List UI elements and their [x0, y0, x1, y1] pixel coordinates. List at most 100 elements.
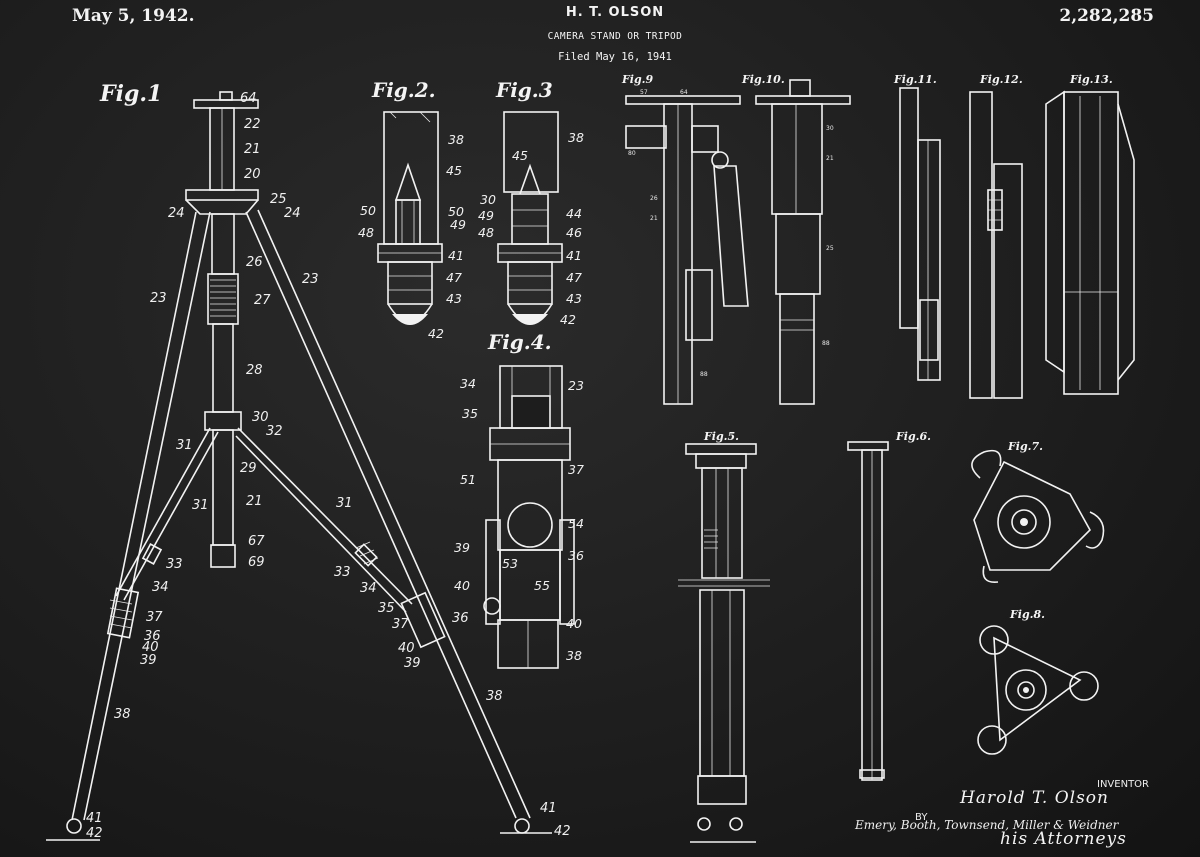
- svg-text:42: 42: [86, 826, 103, 841]
- head-casting: [185, 189, 259, 201]
- patent-number: 2,282,285: [1059, 6, 1154, 26]
- svg-text:80: 80: [628, 150, 636, 157]
- svg-text:23: 23: [150, 291, 167, 306]
- svg-text:37: 37: [392, 617, 409, 632]
- fig1-tripod: Fig.1: [46, 81, 571, 841]
- svg-text:31: 31: [336, 496, 353, 511]
- svg-text:23: 23: [568, 378, 584, 393]
- svg-text:38: 38: [448, 132, 464, 147]
- svg-text:28: 28: [246, 363, 263, 378]
- svg-text:27: 27: [254, 293, 271, 308]
- svg-text:42: 42: [428, 326, 444, 341]
- svg-text:88: 88: [700, 371, 708, 378]
- patent-date: May 5, 1942.: [72, 6, 195, 26]
- svg-text:47: 47: [446, 270, 462, 285]
- fig8-spider-plan: Fig.8.: [977, 608, 1099, 755]
- svg-text:24: 24: [284, 206, 301, 221]
- fig10-label: Fig.10.: [741, 73, 785, 86]
- fig6-column-section: Fig.6.: [847, 430, 931, 781]
- filed-date: Filed May 16, 1941: [558, 51, 672, 63]
- svg-text:30: 30: [826, 125, 834, 132]
- svg-text:64: 64: [680, 89, 688, 96]
- left-leg-outer: [71, 211, 197, 821]
- svg-text:43: 43: [446, 291, 462, 306]
- svg-text:26: 26: [650, 195, 658, 202]
- svg-text:45: 45: [446, 163, 462, 178]
- inventor-label: INVENTOR: [1097, 779, 1149, 790]
- svg-text:41: 41: [448, 248, 464, 263]
- left-leg-clamp: [106, 587, 140, 639]
- svg-text:41: 41: [566, 248, 582, 263]
- fig1-label: Fig.1: [99, 81, 162, 107]
- svg-text:39: 39: [404, 656, 421, 671]
- fig11-leg-section: Fig.11.: [893, 73, 941, 381]
- svg-text:33: 33: [166, 557, 183, 572]
- svg-text:36: 36: [452, 611, 469, 626]
- fig2-leg-tip: Fig.2. 38 45 50 50 49 48 41 47 43 42: [358, 78, 466, 341]
- svg-text:48: 48: [358, 225, 374, 240]
- fig1-reference-numerals: 64 22 21 20 25 24 24 26 23 23 27 28 30 3…: [86, 91, 571, 841]
- fig12-leg-section: Fig.12.: [969, 73, 1023, 399]
- svg-text:29: 29: [240, 461, 257, 476]
- svg-text:42: 42: [560, 312, 576, 327]
- svg-text:40: 40: [454, 578, 470, 593]
- svg-text:37: 37: [146, 610, 163, 625]
- svg-text:35: 35: [378, 601, 395, 616]
- svg-text:50: 50: [448, 204, 464, 219]
- svg-text:45: 45: [512, 148, 528, 163]
- right-leg-clamp: [400, 591, 446, 649]
- svg-text:53: 53: [502, 556, 518, 571]
- fig3-label: Fig.3: [495, 78, 553, 102]
- column-clamp: [207, 273, 239, 325]
- svg-text:30: 30: [480, 192, 496, 207]
- svg-text:26: 26: [246, 255, 263, 270]
- svg-text:38: 38: [114, 707, 131, 722]
- svg-text:39: 39: [140, 653, 157, 668]
- svg-text:32: 32: [266, 424, 283, 439]
- svg-text:31: 31: [176, 438, 193, 453]
- left-brace: [115, 427, 211, 597]
- right-brace: [237, 427, 413, 605]
- svg-text:21: 21: [244, 142, 261, 157]
- fig2-label: Fig.2.: [371, 78, 436, 102]
- svg-text:41: 41: [540, 801, 557, 816]
- svg-text:21: 21: [246, 494, 263, 509]
- fig9-label: Fig.9: [621, 73, 654, 86]
- fig2-reference-numerals: 38 45 50 50 49 48 41 47 43 42: [358, 132, 466, 341]
- svg-text:49: 49: [450, 217, 466, 232]
- svg-text:43: 43: [566, 291, 582, 306]
- svg-text:50: 50: [360, 203, 376, 218]
- svg-text:41: 41: [86, 811, 103, 826]
- svg-text:37: 37: [568, 462, 584, 477]
- fig4-label: Fig.4.: [487, 330, 552, 354]
- right-leg-outer: [245, 211, 517, 819]
- svg-text:30: 30: [252, 410, 269, 425]
- svg-text:54: 54: [568, 516, 584, 531]
- fig4-reference-numerals: 34 23 35 37 51 54 39 53 36 40 55 40 38: [454, 376, 584, 663]
- by-label: BY: [915, 812, 928, 823]
- svg-text:38: 38: [568, 130, 584, 145]
- fig7-spider-plan: Fig.7.: [971, 440, 1105, 583]
- svg-text:64: 64: [240, 91, 257, 106]
- svg-text:20: 20: [244, 167, 261, 182]
- fig6-label: Fig.6.: [895, 430, 931, 443]
- svg-text:21: 21: [826, 155, 834, 162]
- svg-text:22: 22: [244, 117, 261, 132]
- fig7-label: Fig.7.: [1007, 440, 1043, 453]
- attorney-label: his Attorneys: [1000, 829, 1127, 849]
- fig13-leg-section: Fig.13.: [1045, 73, 1135, 395]
- fig11-label: Fig.11.: [893, 73, 937, 86]
- fig4-leg-joint: Fig.4. 34 23 35 37 51 54 39 53 36 40 55 …: [454, 330, 584, 669]
- svg-text:40: 40: [566, 616, 582, 631]
- svg-text:39: 39: [454, 540, 470, 555]
- svg-text:34: 34: [152, 580, 169, 595]
- svg-text:35: 35: [462, 406, 478, 421]
- svg-text:47: 47: [566, 270, 582, 285]
- svg-text:33: 33: [334, 565, 351, 580]
- svg-text:46: 46: [566, 225, 582, 240]
- svg-text:38: 38: [566, 648, 582, 663]
- svg-text:67: 67: [248, 534, 265, 549]
